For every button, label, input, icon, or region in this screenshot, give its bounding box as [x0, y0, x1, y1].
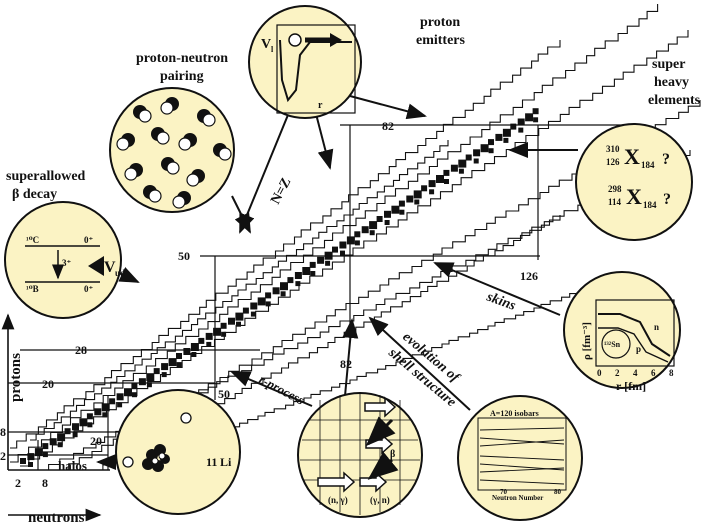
axes	[1, 313, 110, 522]
iso2-z: 114	[608, 197, 622, 207]
r-process-beta: β	[390, 449, 395, 460]
magic-z-28: 28	[75, 343, 87, 357]
skin-tick-6: 6	[651, 368, 656, 378]
iso2-question: ?	[663, 191, 671, 208]
halo-symbol: Li	[220, 455, 232, 469]
iso1-z: 126	[606, 157, 620, 167]
iso1-question: ?	[662, 151, 670, 168]
nucleon-pairs	[116, 97, 232, 209]
proton-emitters-label-1: proton	[420, 15, 460, 30]
y-axis-label: protons	[8, 353, 24, 402]
bubble-super-heavy: 310 126 X 184 ? 298 114 X 184 ?	[575, 123, 693, 241]
magic-z-20: 20	[42, 377, 54, 391]
vud-sub: ud	[115, 268, 125, 278]
super-heavy-label-3: elements	[648, 93, 701, 108]
skin-ylabel: ρ [fm⁻³]	[581, 322, 593, 360]
potential-v-sub: l	[271, 45, 274, 54]
radius-label: r	[318, 100, 323, 111]
r-process-ng: (n, γ)	[328, 495, 348, 505]
skin-tick-2: 2	[615, 368, 620, 378]
bubble-proton-emitter: V l r	[248, 5, 362, 119]
magic-n-20: 20	[90, 434, 102, 448]
bubble-r-process: (n, γ) (γ, n) β	[297, 392, 423, 518]
skin-tick-0: 0	[597, 368, 602, 378]
vud-label: V	[104, 259, 116, 276]
iso1-n: 184	[641, 160, 655, 170]
super-heavy-label-2: heavy	[654, 75, 689, 90]
skin-xlabel: r [fm]	[616, 379, 646, 393]
magic-z-8: 8	[0, 425, 6, 439]
pn-pairing-label-1: proton-neutron	[136, 51, 228, 66]
super-heavy-label-1: super	[652, 57, 685, 72]
skin-tick-4: 4	[633, 368, 638, 378]
superallowed-label-2: β decay	[12, 187, 57, 202]
bubble-skins: ¹³²Sn n p ρ [fm⁻³] r [fm] 0 2 4 6 8	[563, 271, 681, 393]
shell-title: A=120 isobars	[490, 409, 539, 418]
beta-state-top-right: 0⁺	[84, 235, 94, 245]
beta-state-top-left: ¹⁰C	[26, 235, 39, 245]
magic-n-50: 50	[218, 387, 230, 401]
band-0	[10, 4, 659, 463]
iso1-mass: 310	[606, 144, 620, 154]
pn-pairing-label-2: pairing	[160, 69, 204, 84]
bubble-superallowed-beta: ¹⁰C 0⁺ ¹⁰B 0⁺ 3⁺ V ud	[4, 201, 125, 319]
halos-label: halos	[58, 458, 87, 473]
magic-z-50: 50	[178, 249, 190, 263]
superallowed-label-1: superallowed	[6, 169, 86, 184]
shell-x1: 70	[500, 488, 508, 496]
skins-label: skins	[484, 289, 518, 314]
iso2-mass: 298	[608, 184, 622, 194]
x-axis-label: neutrons	[28, 510, 85, 526]
beta-transition: 3⁺	[62, 258, 72, 268]
beta-state-bottom-left: ¹⁰B	[26, 284, 39, 294]
bubble-halo: 11 Li	[115, 389, 241, 515]
skin-tick-8: 8	[669, 368, 674, 378]
beta-state-bottom-right: 0⁺	[84, 284, 94, 294]
skin-core: ¹³²Sn	[604, 340, 621, 349]
iso1-symbol: X	[624, 144, 640, 169]
halo-label: 11	[206, 455, 217, 469]
magic-number-labels: 2 8 20 28 50 82 2 8 20 50 82 126	[0, 119, 538, 490]
band-2	[10, 40, 561, 449]
magic-z-82: 82	[382, 119, 394, 133]
bubble-shell-evolution: A=120 isobars Neutron Number 70 80	[457, 395, 583, 521]
iso2-n: 184	[643, 200, 657, 210]
shell-xlabel: Neutron Number	[492, 494, 543, 502]
skin-p: p	[636, 344, 641, 354]
magic-n-126: 126	[520, 269, 538, 283]
magic-n-82: 82	[340, 357, 352, 371]
skin-ticks: 0 2 4 6 8	[597, 368, 674, 378]
magic-n-2: 2	[15, 476, 21, 490]
r-process-label: r-process	[257, 371, 307, 407]
magic-z-2: 2	[0, 449, 6, 463]
n-equals-z-label: N=Z	[268, 176, 294, 207]
band-7	[30, 140, 449, 441]
shell-x2: 80	[554, 488, 562, 496]
bubble-pn-pairing	[109, 87, 235, 213]
magic-n-8: 8	[42, 476, 48, 490]
r-process-gn: (γ, n)	[370, 495, 390, 505]
skin-n: n	[654, 322, 659, 332]
potential-v-label: V	[261, 37, 271, 52]
iso2-symbol: X	[626, 184, 642, 209]
proton-emitters-label-2: emitters	[416, 33, 466, 48]
